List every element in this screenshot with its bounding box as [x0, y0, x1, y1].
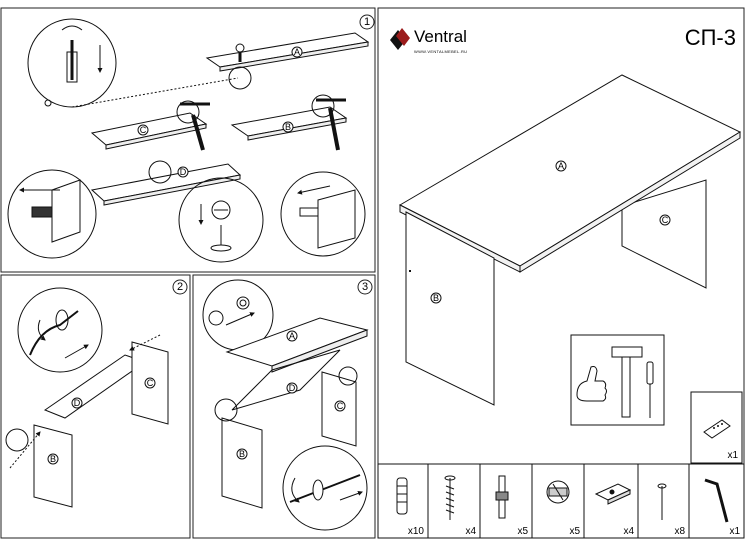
- fastener-item: x4: [427, 463, 481, 539]
- part-label-b: B: [50, 454, 56, 464]
- dowel-icon: [396, 477, 408, 515]
- fastener-qty: x5: [569, 526, 580, 537]
- part-label-a: A: [289, 331, 295, 341]
- brand-name: Ventral: [414, 27, 467, 46]
- hex-key-icon: [704, 478, 729, 523]
- part-label-c: C: [140, 125, 147, 135]
- part-label-a: A: [558, 161, 564, 171]
- extra-part-box: x1: [690, 391, 743, 464]
- fastener-qty: x4: [623, 526, 634, 537]
- zoom-screw-tightening: [17, 287, 103, 373]
- fastener-item: x4: [583, 463, 639, 539]
- cap-strip-icon: [703, 419, 731, 439]
- desk-isometric-view: C A B: [398, 74, 742, 406]
- main-view-panel: Ventral WWW.VENTALMEBEL.RU СП-3 C A B: [377, 7, 745, 539]
- extra-part-qty: x1: [727, 450, 738, 461]
- fastener-qty: x8: [674, 526, 685, 537]
- brand-url: WWW.VENTALMEBEL.RU: [414, 49, 467, 54]
- screw-icon: [444, 475, 456, 520]
- fasteners-bar: x10 x4 x5: [377, 463, 745, 539]
- cam-bolt-icon: [495, 475, 509, 519]
- part-label-a: A: [294, 47, 300, 57]
- zoom-dowel-left: [7, 169, 97, 259]
- zoom-dowel-insertion: [27, 18, 239, 108]
- panel-b-board: B: [230, 94, 348, 151]
- part-label-c: C: [337, 401, 344, 411]
- step-number: 2: [177, 281, 183, 293]
- fastener-qty: x1: [729, 526, 740, 537]
- fastener-qty: x4: [465, 526, 476, 537]
- step-number-badge: [357, 279, 373, 295]
- fastener-item: x5: [531, 463, 585, 539]
- fastener-item: x10: [377, 463, 429, 539]
- zoom-cam-lock: [178, 177, 264, 263]
- brand-logo: Ventral WWW.VENTALMEBEL.RU: [390, 27, 467, 54]
- panel-c-board: C: [90, 100, 210, 151]
- assembled-frame: A D B C: [214, 317, 369, 509]
- part-label-d: D: [180, 167, 187, 177]
- fastener-qty: x5: [517, 526, 528, 537]
- zoom-dowel-right: [280, 171, 366, 257]
- panel-a-board: A: [205, 32, 370, 90]
- step-1-panel: 1 A C: [0, 7, 376, 273]
- part-label-b: B: [239, 449, 245, 459]
- foot-pad-icon: [594, 483, 632, 505]
- cam-lock-icon: [546, 480, 570, 504]
- part-label-b: B: [285, 122, 291, 132]
- model-number: СП-3: [685, 25, 736, 50]
- exploded-side-assembly: D C B: [5, 334, 169, 508]
- step-2-panel: 2 D C B: [0, 274, 191, 539]
- part-label-b: B: [433, 293, 439, 303]
- zoom-cam-tightening: [282, 445, 368, 531]
- required-tools-box: [570, 334, 665, 426]
- step-3-panel: 3 A D B C: [192, 274, 376, 539]
- fastener-qty: x10: [408, 526, 425, 537]
- fastener-item: x1: [688, 463, 745, 539]
- step-number-badge: [172, 279, 188, 295]
- panel-d-board: D: [90, 160, 242, 206]
- screwdriver-icon: [646, 361, 654, 418]
- part-label-d: D: [289, 383, 296, 393]
- hammer-icon: [611, 346, 643, 418]
- fastener-item: x8: [637, 463, 690, 539]
- part-label-d: D: [74, 398, 81, 408]
- part-label-c: C: [147, 378, 154, 388]
- step-number-badge: [359, 14, 375, 30]
- step-number: 3: [362, 281, 368, 293]
- part-label-c: C: [662, 215, 669, 225]
- nail-icon: [657, 483, 667, 520]
- thumbs-up-icon: [576, 366, 607, 402]
- fastener-item: x5: [479, 463, 533, 539]
- step-number: 1: [364, 16, 370, 28]
